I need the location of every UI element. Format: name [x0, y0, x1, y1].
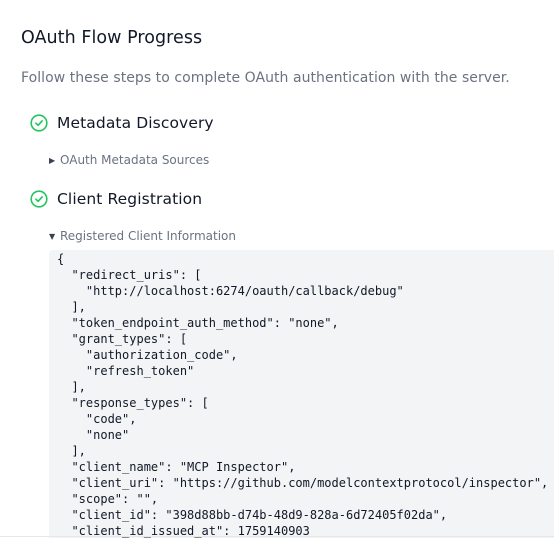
code-line: "client_name": "MCP Inspector", — [57, 460, 296, 474]
caret-right-icon: ▶ — [49, 155, 56, 165]
code-line: { — [57, 252, 65, 266]
step-client-registration: Client Registration — [30, 190, 202, 208]
code-line: "code", — [57, 412, 137, 426]
code-line: "client_uri": "https://github.com/modelc… — [57, 476, 549, 490]
code-line: ], — [57, 380, 86, 394]
code-line: "client_id_issued_at": 1759140903 — [57, 524, 310, 538]
page-title: OAuth Flow Progress — [21, 28, 203, 48]
registered-client-information-toggle[interactable]: ▼ Registered Client Information — [49, 229, 236, 243]
oauth-metadata-sources-toggle[interactable]: ▶ OAuth Metadata Sources — [49, 153, 209, 167]
code-line: ], — [57, 444, 86, 458]
details-summary: OAuth Metadata Sources — [60, 153, 210, 167]
code-line: "response_types": [ — [57, 396, 209, 410]
client-info-json: { "redirect_uris": [ "http://localhost:6… — [49, 251, 554, 538]
code-line: "refresh_token" — [57, 364, 195, 378]
caret-down-icon: ▼ — [49, 231, 56, 241]
step-label: Client Registration — [57, 190, 203, 208]
code-line: "none" — [57, 428, 130, 442]
page-subtitle: Follow these steps to complete OAuth aut… — [21, 70, 510, 86]
details-summary: Registered Client Information — [60, 229, 236, 243]
code-line: "token_endpoint_auth_method": "none", — [57, 316, 339, 330]
step-label: Metadata Discovery — [57, 114, 214, 132]
check-circle-icon — [30, 114, 48, 132]
divider — [0, 536, 554, 537]
code-line: ], — [57, 300, 86, 314]
code-line: "redirect_uris": [ — [57, 268, 202, 282]
code-line: "authorization_code", — [57, 348, 238, 362]
step-metadata-discovery: Metadata Discovery — [30, 114, 214, 132]
code-line: "grant_types": [ — [57, 332, 188, 346]
code-line: "scope": "", — [57, 492, 159, 506]
check-circle-icon — [30, 190, 48, 208]
code-line: "http://localhost:6274/oauth/callback/de… — [57, 284, 404, 298]
client-info-code-block: { "redirect_uris": [ "http://localhost:6… — [49, 250, 554, 538]
code-line: "client_id": "398d88bb-d74b-48d9-828a-6d… — [57, 508, 448, 522]
